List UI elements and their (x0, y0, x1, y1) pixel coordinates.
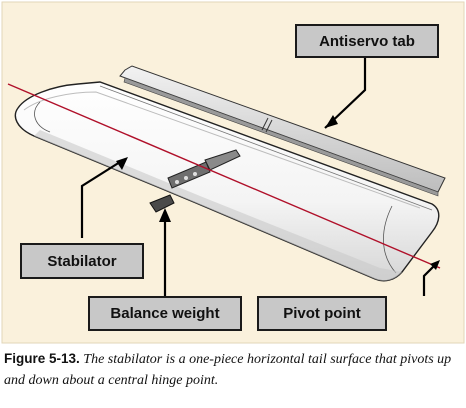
stabilator-label: Stabilator (20, 243, 144, 279)
antiservo-tab-label: Antiservo tab (295, 24, 439, 58)
pivot-point-label: Pivot point (257, 296, 387, 331)
balance-weight-label: Balance weight (88, 296, 242, 331)
stabilator-illustration (1, 1, 465, 344)
figure: Antiservo tab Stabilator Balance weight … (1, 1, 465, 344)
arrow-heads (116, 115, 440, 270)
leader-arrows (80, 58, 437, 296)
balance-weight-shape (149, 149, 241, 213)
pivot-axis-line (7, 83, 441, 269)
caption-text: The stabilator is a one-piece horizontal… (4, 352, 452, 388)
figure-caption: Figure 5-13. The stabilator is a one-pie… (4, 348, 464, 391)
antiservo-tab-shape (119, 65, 446, 197)
figure-number: Figure 5-13. (4, 351, 80, 366)
